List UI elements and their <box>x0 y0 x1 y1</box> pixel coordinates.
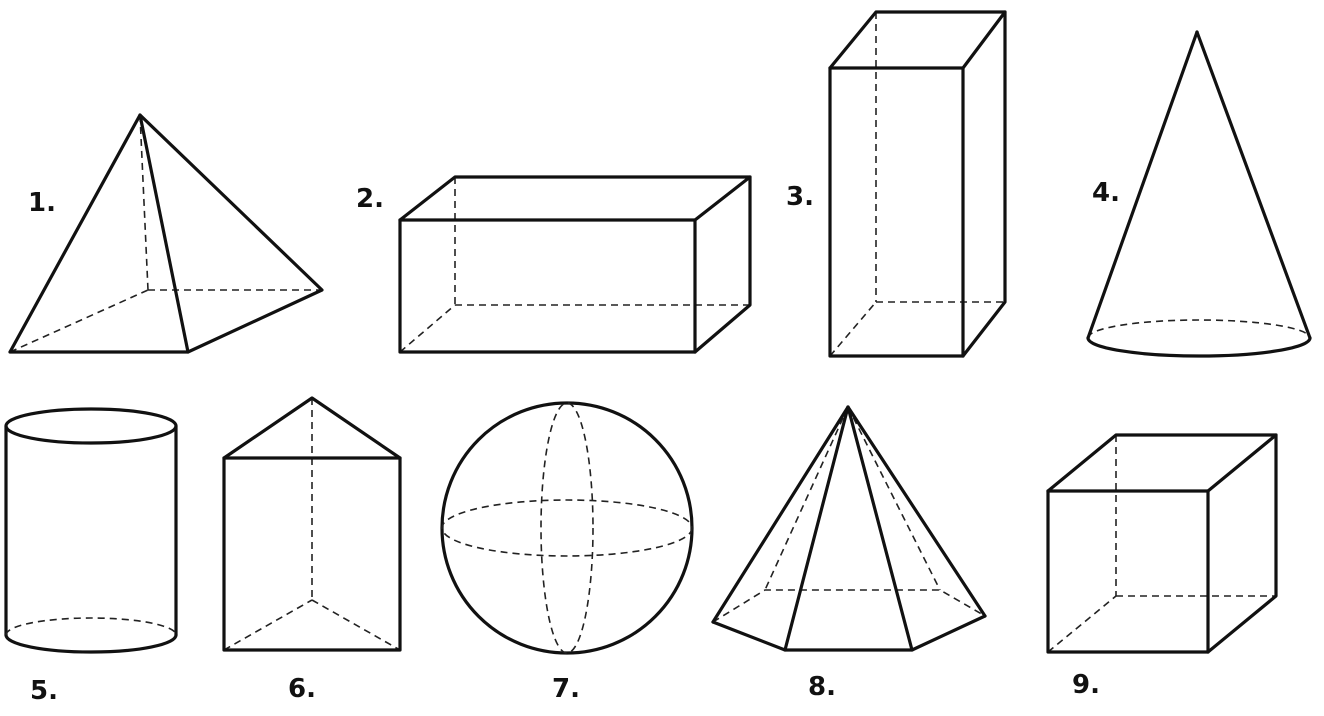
tall-rectangular-prism-icon <box>828 10 1007 358</box>
shape-label-6: 6. <box>288 674 316 704</box>
shape-label-1: 1. <box>28 188 56 218</box>
cone-icon <box>1086 30 1312 358</box>
shape-label-7: 7. <box>552 674 580 704</box>
triangular-prism-icon <box>222 396 402 652</box>
shape-label-8: 8. <box>808 672 836 702</box>
shape-label-3: 3. <box>786 182 814 212</box>
shape-label-9: 9. <box>1072 670 1100 700</box>
pentagonal-pyramid-icon <box>711 405 987 652</box>
sphere-icon <box>440 401 694 655</box>
shape-label-4: 4. <box>1092 178 1120 208</box>
square-pyramid-icon <box>8 113 324 354</box>
cube-icon <box>1046 433 1278 654</box>
rectangular-prism-icon <box>398 175 752 354</box>
cylinder-icon <box>4 407 178 654</box>
shape-label-5: 5. <box>30 676 58 706</box>
shape-label-2: 2. <box>356 184 384 214</box>
